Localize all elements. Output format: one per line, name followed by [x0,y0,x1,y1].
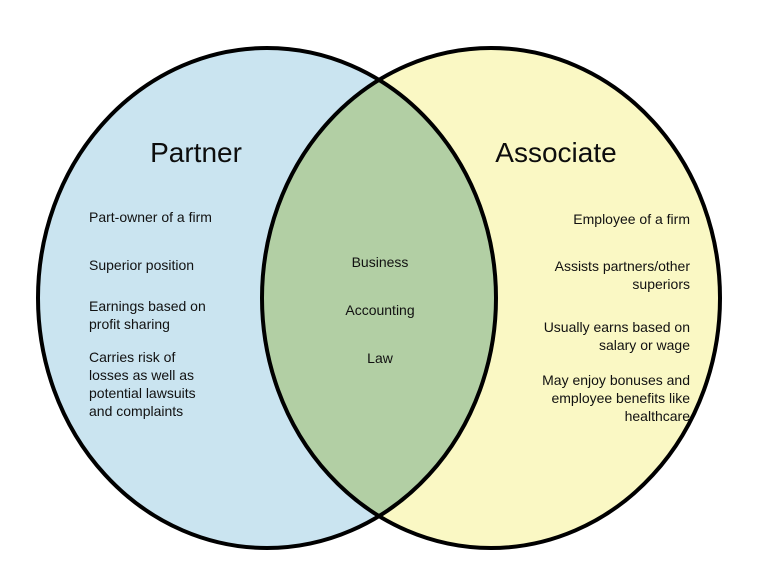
right-item-assists: Assists partners/other superiors [554,258,690,292]
left-item-earnings: Earnings based on profit sharing [89,298,206,332]
left-item-part-owner: Part-owner of a firm [89,209,212,225]
overlap-item-law: Law [367,350,393,366]
overlap-item-accounting: Accounting [345,302,415,318]
left-item-superior-position: Superior position [89,257,195,273]
left-set-title: Partner [150,137,242,168]
right-item-salary: Usually earns based on salary or wage [543,319,690,353]
overlap-item-business: Business [351,254,409,270]
left-item-risk: Carries risk of losses as well as potent… [89,349,196,419]
overlap-shape [262,48,496,548]
right-item-bonuses: May enjoy bonuses and employee benefits … [542,372,690,424]
right-item-employee: Employee of a firm [573,211,690,227]
right-circle-outline [260,46,722,550]
right-set-title: Associate [495,137,617,168]
left-circle-outline [36,46,498,550]
